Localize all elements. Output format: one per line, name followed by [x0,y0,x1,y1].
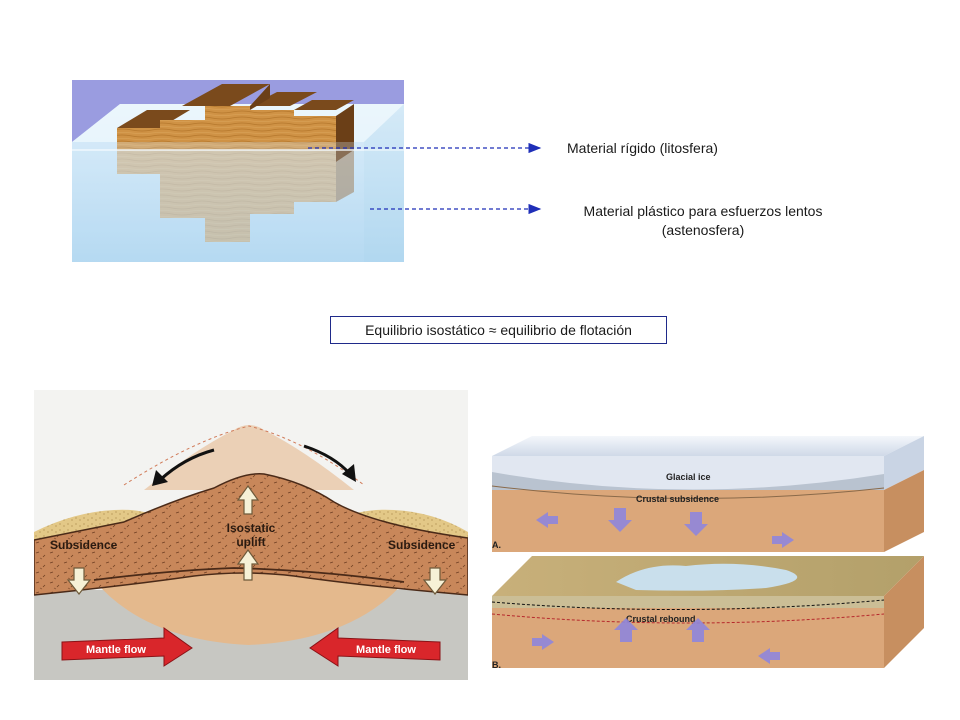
svg-text:Mantle flow: Mantle flow [86,644,146,656]
mantle-flow-arrow-left: Mantle flow [61,627,193,667]
subsidence-left-label: Subsidence [50,538,118,552]
asthenosphere-label: Material plástico para esfuerzos lentos … [548,202,858,240]
block-a-letter: A. [492,540,501,550]
block-b-letter: B. [492,660,501,670]
isostasy-caption: Equilibrio isostático ≈ equilibrio de fl… [365,322,632,338]
isostatic-uplift-label: Isostatic [227,521,276,535]
block-b: Crustal rebound B. [491,556,924,670]
mantle-flow-arrow-right: Mantle flow [309,627,441,667]
glacial-isostasy-diagram: Glacial ice Crustal subsidence A. Crusta… [491,436,924,670]
isostatic-uplift-label-2: uplift [236,535,265,549]
subsidence-right-label: Subsidence [388,538,456,552]
block-a: Glacial ice Crustal subsidence A. [491,436,924,552]
lithosphere-label: Material rígido (litosfera) [567,140,718,156]
isostasy-caption-box: Equilibrio isostático ≈ equilibrio de fl… [330,316,667,344]
crustal-rebound-label: Crustal rebound [626,614,696,624]
floating-blocks-illustration [72,80,404,262]
crust-layer [34,473,468,596]
crustal-subsidence-label: Crustal subsidence [636,494,719,504]
wood-blocks [117,84,354,242]
svg-text:Mantle flow: Mantle flow [356,644,416,656]
asthenosphere-label-line1: Material plástico para esfuerzos lentos [583,203,823,219]
mountain-uplift-diagram: Isostatic uplift Subsidence Subsidence M… [34,390,468,680]
glacial-ice-label: Glacial ice [666,472,711,482]
asthenosphere-label-line2: (astenosfera) [661,222,745,238]
